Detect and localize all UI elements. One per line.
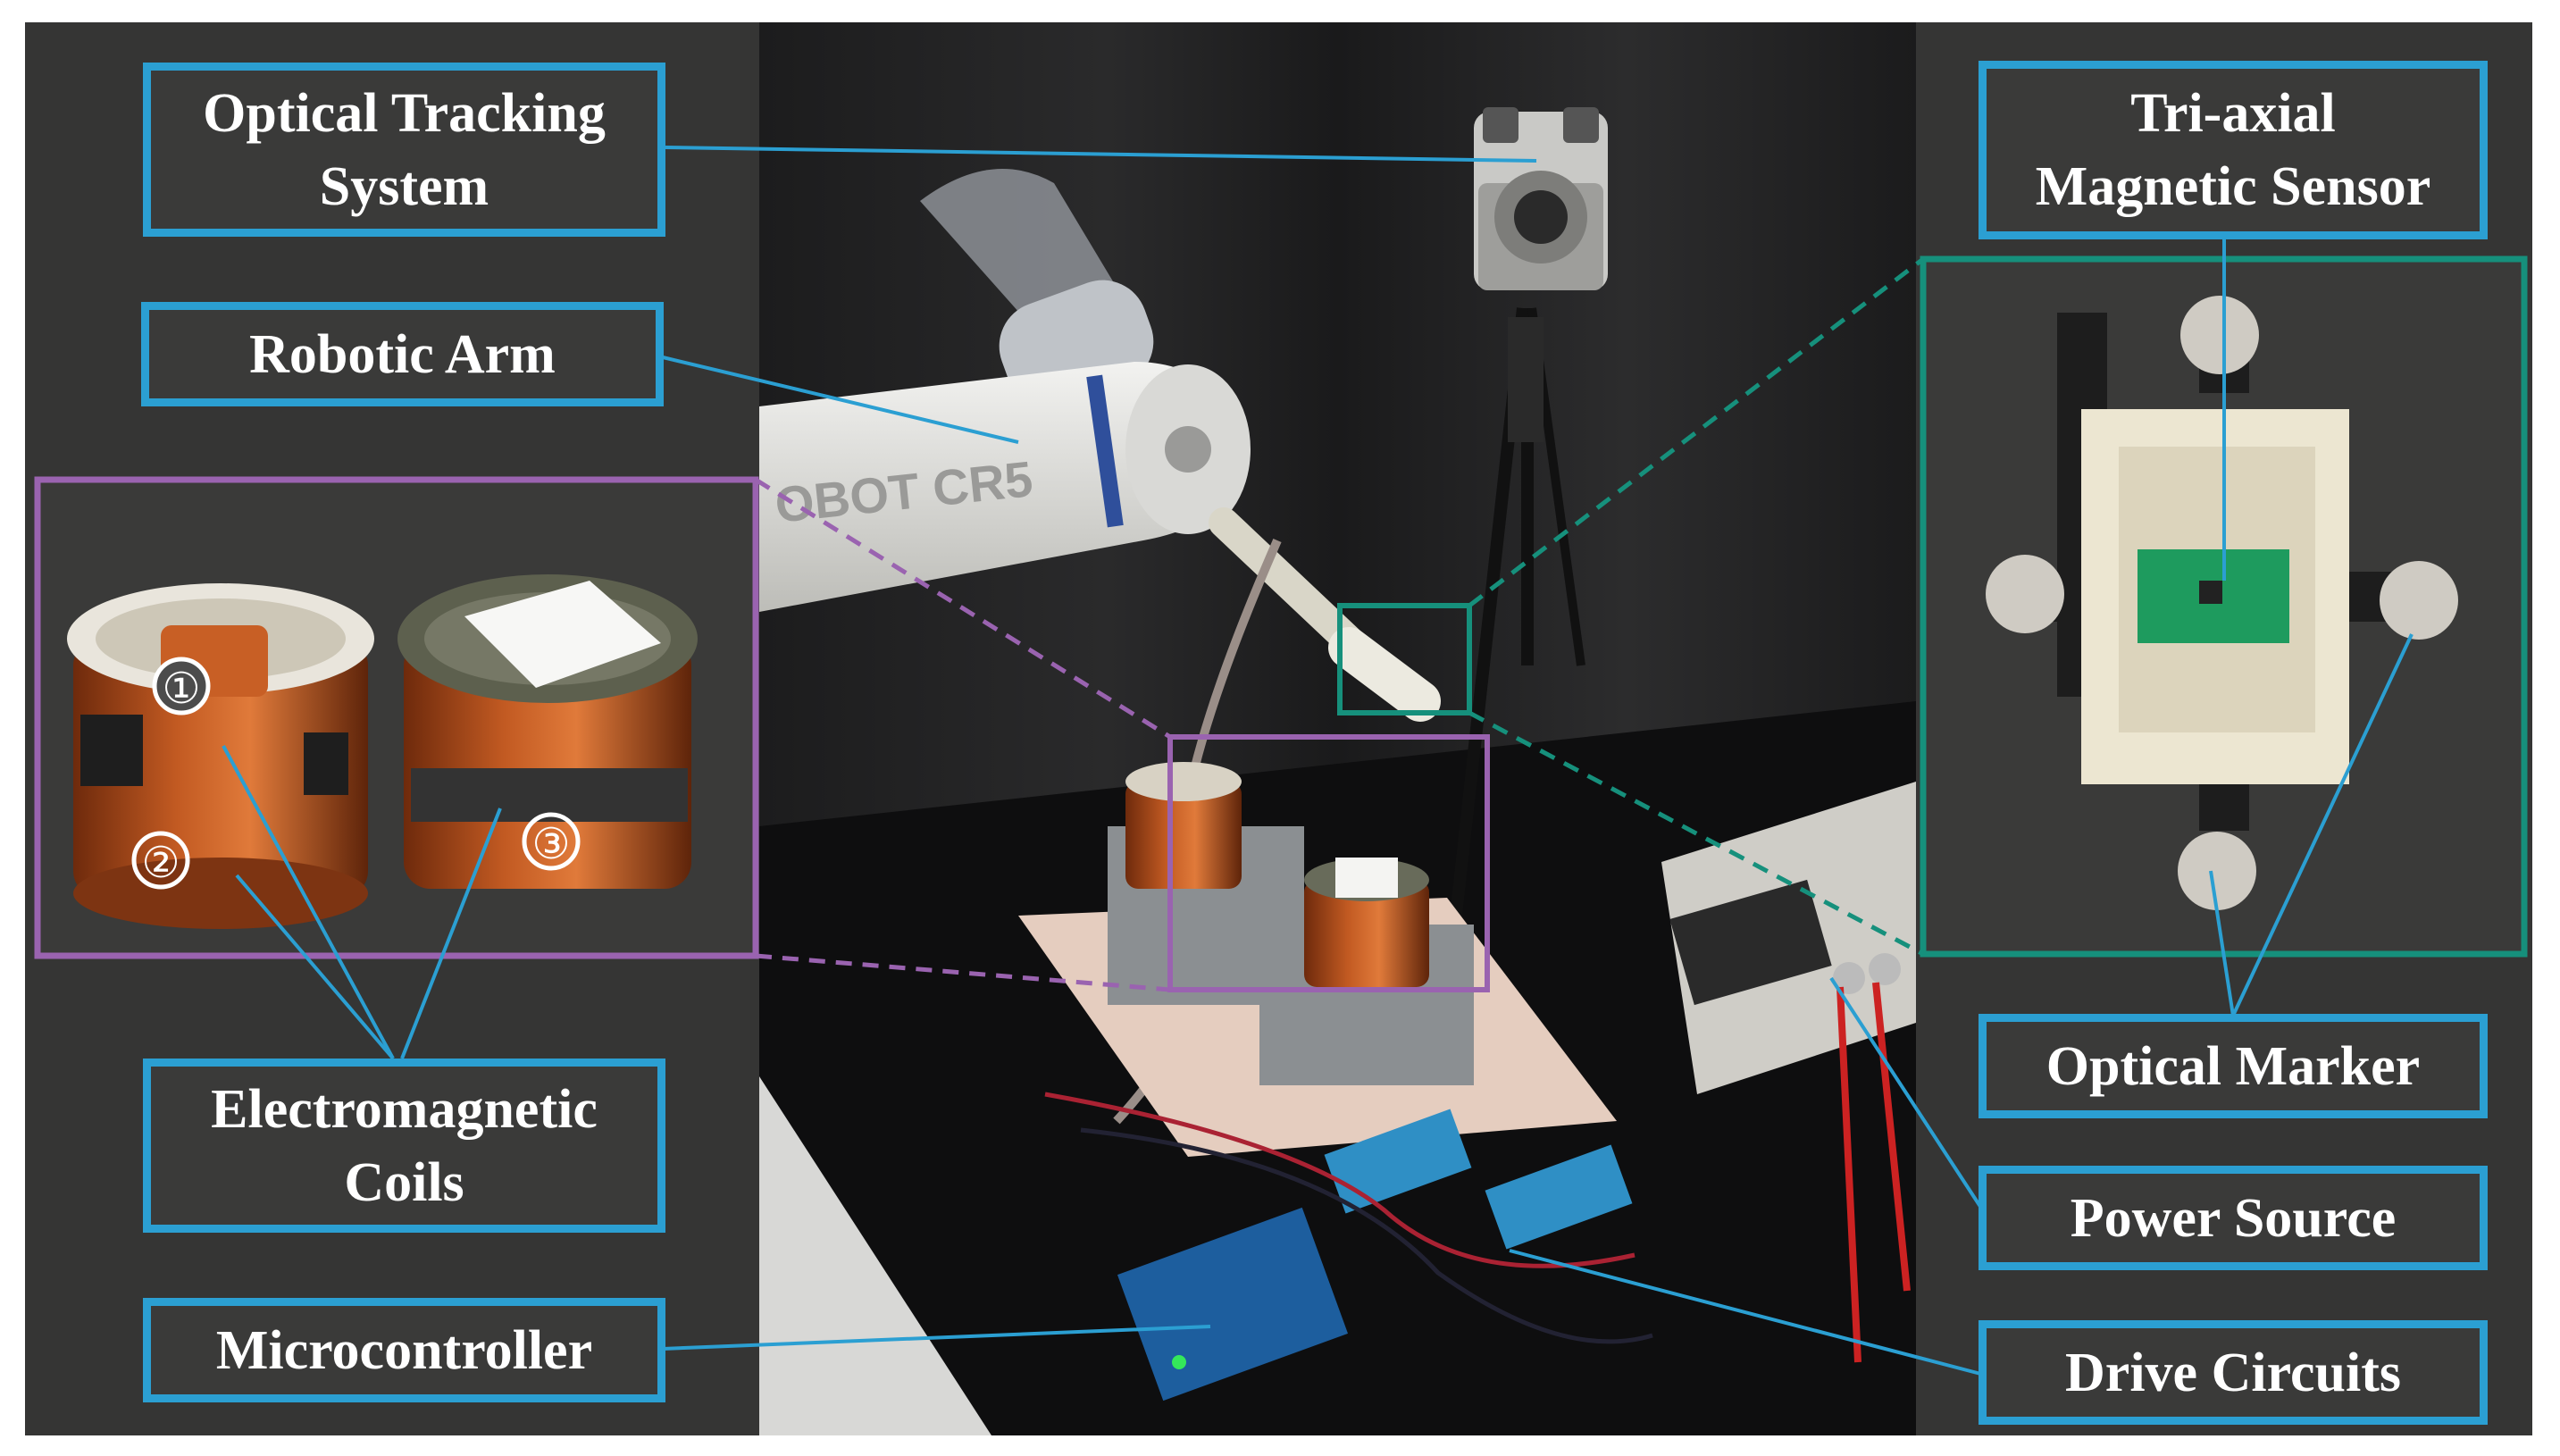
label-tri-axial-magnetic-sensor: Tri-axial Magnetic Sensor — [1979, 61, 2488, 239]
label-optical-marker: Optical Marker — [1979, 1014, 2488, 1118]
power-supply-device — [1661, 782, 1916, 1363]
label-microcontroller: Microcontroller — [143, 1298, 665, 1402]
label-electromagnetic-coils: Electromagnetic Coils — [143, 1059, 665, 1233]
optical-marker-ball-bottom — [2178, 832, 2256, 910]
white-floor-patch — [759, 1076, 991, 1435]
leader-lines — [222, 146, 2414, 1377]
optical-marker-ball-top — [2180, 296, 2259, 374]
optical-marker-ball-left — [1986, 555, 2064, 633]
robotic-arm: OBOT CR5 — [759, 169, 1441, 722]
optical-tracking-camera — [1450, 107, 1608, 916]
optical-marker-ball-right — [2380, 561, 2458, 640]
label-drive-circuits: Drive Circuits — [1979, 1320, 2488, 1425]
label-robotic-arm: Robotic Arm — [141, 302, 664, 406]
coil-right-photo — [397, 574, 698, 889]
coil-left-photo — [67, 583, 374, 929]
coils-highlight-box — [1167, 734, 1490, 992]
label-power-source: Power Source — [1979, 1166, 2488, 1270]
label-coils-line1: Electromagnetic — [211, 1078, 598, 1140]
label-optical-tracking-system: Optical Tracking System — [143, 63, 665, 237]
label-sensor-line1: Tri-axial — [2130, 83, 2336, 144]
label-optical-tracking-line1: Optical Tracking — [203, 82, 606, 144]
coil-marker-3: ③ — [531, 819, 570, 869]
label-coils-line2: Coils — [344, 1151, 464, 1213]
label-optical-tracking-line2: System — [319, 155, 489, 217]
coil-marker-1: ① — [162, 664, 200, 714]
label-sensor-line2: Magnetic Sensor — [2035, 156, 2431, 217]
coil-marker-2: ② — [141, 838, 180, 888]
coils-inset: ① ② ③ — [34, 476, 759, 959]
sensor-highlight-box — [1337, 603, 1472, 715]
electronics — [1044, 1092, 1653, 1402]
